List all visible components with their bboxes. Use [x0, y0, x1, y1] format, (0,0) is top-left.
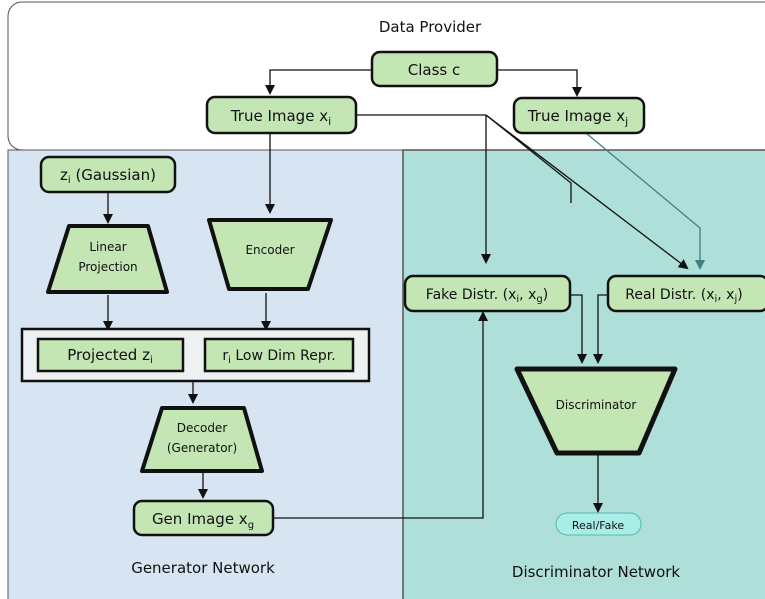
decoder-label-line2: (Generator)	[167, 441, 237, 455]
gen-image-node	[132, 499, 275, 537]
true-image-j-label: True Image xj	[527, 107, 628, 128]
real-distr-label: Real Distr. (xi, xj)	[625, 287, 742, 305]
class-c-label: Class c	[408, 61, 460, 79]
edges	[103, 69, 689, 519]
edge-bus-to-real-distr-lower	[485, 114, 572, 203]
discriminator-label: Discriminator	[556, 398, 637, 412]
encoder-label: Encoder	[245, 243, 294, 257]
linear-projection-label-line2: Projection	[78, 260, 137, 274]
edge-class-to-true-image-i	[265, 69, 372, 95]
edge-class-to-true-image-j	[497, 69, 582, 97]
projected-z-node	[36, 337, 185, 373]
linear-projection-label-line1: Linear	[89, 240, 126, 254]
decoder-node	[140, 406, 264, 473]
edge-gen-image-to-fake-distr	[273, 311, 488, 519]
true-image-i-label: True Image xi	[230, 107, 331, 128]
z-gaussian-label: zi (Gaussian)	[60, 166, 156, 186]
real-fake-output-node	[555, 512, 642, 536]
low-dim-repr-label: ri Low Dim Repr.	[222, 348, 335, 366]
z-gaussian-node	[39, 155, 177, 194]
generator-network-title: Generator Network	[131, 559, 275, 577]
edge-bus-to-real-distr-upper	[485, 114, 689, 270]
fake-distr-label: Fake Distr. (xi, xg)	[426, 287, 548, 305]
linear-projection-node	[46, 224, 169, 294]
gen-image-label: Gen Image xg	[152, 510, 254, 531]
data-provider-title: Data Provider	[379, 18, 482, 36]
encoder-node	[207, 218, 333, 291]
real-distr-node	[606, 274, 765, 313]
real-fake-label: Real/Fake	[572, 519, 624, 532]
edge-real-distr-to-discriminator	[593, 294, 608, 364]
discriminator-network-title: Discriminator Network	[512, 563, 681, 581]
class-c-node	[370, 50, 499, 88]
discriminator-node	[514, 366, 678, 456]
fake-distr-node	[403, 274, 572, 313]
true-image-j-node	[512, 96, 646, 135]
decoder-label-line1: Decoder	[177, 421, 228, 435]
projected-z-label: Projected zi	[67, 346, 153, 366]
edge-true-image-j-to-real-distr	[585, 132, 705, 270]
true-image-i-node	[205, 95, 358, 135]
low-dim-repr-node	[203, 337, 355, 373]
edge-fake-distr-to-discriminator	[570, 294, 587, 364]
